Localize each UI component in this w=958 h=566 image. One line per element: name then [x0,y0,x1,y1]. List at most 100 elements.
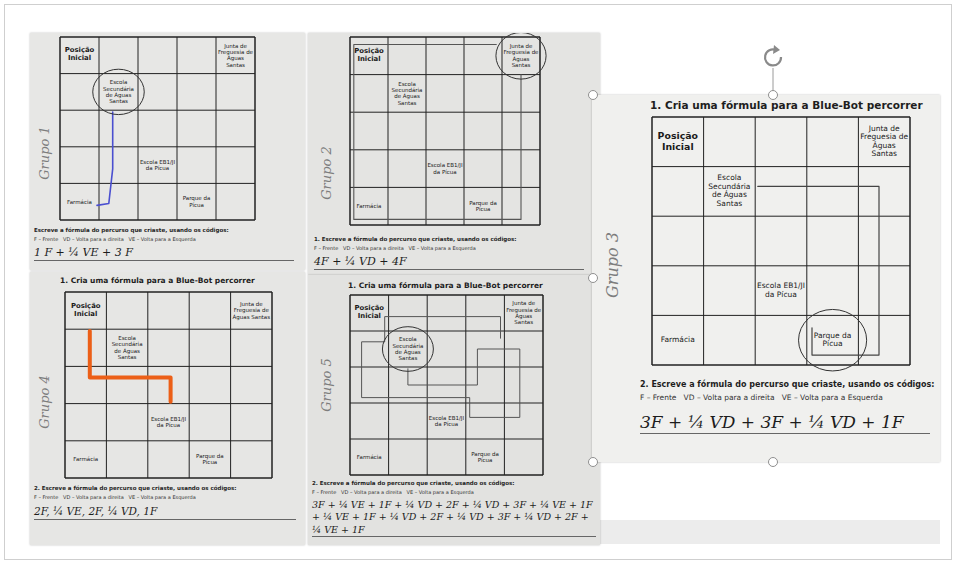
grid-line [65,440,272,441]
robot-path [354,45,521,220]
group-name: Grupo 5 [319,358,334,412]
grid-line [350,367,543,368]
code-legend: F – Frente VD – Volta para a direita VE … [312,489,474,495]
grid-line [60,36,255,38]
rotate-icon [765,49,781,65]
grid-line [350,187,540,188]
map-place-cell: Posição Inicial [351,38,387,74]
task-heading: 1. Cria uma fórmula para a Blue-Bot perc… [348,281,543,290]
grid-line [652,315,910,316]
robot-path [758,186,879,355]
destination-circle [93,69,144,114]
grid-line [703,117,704,365]
place-name: Junta de Freguesia de Águas Santas [505,300,542,325]
worksheet-photo: Posição Inicial Junta de Freguesia de Águ… [308,275,600,545]
place-name: Junta de Freguesia de Águas Santas [217,43,254,68]
selection-handle [769,458,778,467]
grid-line [502,37,503,225]
grid-line [65,291,272,293]
grid-line [106,292,107,478]
map-place-cell: Junta de Freguesia de Águas Santas [217,38,254,73]
grid-line [60,73,255,74]
grid-line [189,292,190,478]
map-place-cell: Escola EB1/JI da Pícua [149,405,188,440]
place-name: Farmácia [73,456,98,462]
map-place-cell: Posição Inicial [351,296,388,330]
place-name: Escola Secundária de Águas Santas [107,335,146,360]
map-place-cell: Farmácia [351,440,388,474]
place-name: Posição Inicial [66,303,105,319]
grid-line [350,474,543,476]
grid-line [542,295,544,475]
map-place-cell: Escola EB1/JI da Pícua [756,267,806,315]
grid-line [806,117,807,365]
code-legend: F – Frente VD – Volta para a direita VE … [314,245,476,251]
grid-line [350,36,540,38]
place-name: Posição Inicial [653,131,703,153]
place-name: Escola Secundária de Águas Santas [389,81,425,106]
place-name: Parque da Pícua [465,200,501,213]
grey-bar [596,520,940,544]
place-name: Escola Secundária de Águas Santas [390,336,427,361]
map-place-cell: Farmácia [66,442,105,477]
grid-line [652,265,910,266]
grid-line [60,219,255,221]
map-place-cell: Escola Secundária de Águas Santas [390,332,427,366]
map-place-cell: Posição Inicial [653,118,703,166]
destination-circle [382,327,433,372]
map-place-cell: Farmácia [653,316,703,364]
rotate-stem [773,68,774,91]
grid-line [65,329,272,330]
place-name: Posição Inicial [351,305,388,321]
task-heading: 1. Cria uma fórmula para a Blue-Bot perc… [650,99,923,111]
grid-line [254,37,256,220]
grid-line [350,403,543,404]
place-name: Escola EB1/JI da Pícua [756,282,806,299]
grid-line [349,37,351,225]
handwritten-formula: 4F + ¼ VD + 4F [314,255,584,270]
map-place-cell: Escola Secundária de Águas Santas [107,330,146,365]
map-place-cell: Posição Inicial [66,293,105,328]
task-instruction: 2. Escreve a fórmula do percurso que cri… [34,485,237,491]
place-name: Escola Secundária de Águas Santas [705,174,755,209]
place-name: Junta de Freguesia de Águas Santas [859,125,909,160]
task-heading: 1. Cria uma fórmula para a Blue-Bot perc… [60,276,255,285]
group-name: Grupo 4 [37,375,52,429]
place-name: Escola EB1/JI da Pícua [149,416,188,429]
grid-line [388,295,389,475]
grid-line [138,37,139,220]
selection-handle [589,458,598,467]
place-name: Parque da Pícua [190,453,229,466]
map-place-cell: Escola EB1/JI da Pícua [427,151,463,187]
grid-drawing [30,33,305,270]
map-place-cell: Parque da Pícua [178,184,215,219]
robot-path [362,317,520,418]
map-place-cell: Junta de Freguesia de Águas Santas [505,296,542,330]
selection-handle [589,274,598,283]
grid-line [60,110,255,111]
grid-line [909,117,911,365]
selection-handle [589,91,598,100]
map-place-cell: Farmácia [61,184,98,219]
map-place-cell: Parque da Pícua [467,440,504,474]
place-name: Farmácia [67,199,92,205]
place-name: Parque da Pícua [467,451,504,464]
place-name: Escola EB1/JI da Pícua [427,162,463,175]
place-name: Farmácia [357,203,382,209]
grid-line [350,224,540,226]
rotate-arrowhead [773,45,780,54]
map-place-cell: Junta de Freguesia de Águas Santas [859,118,909,166]
grid-line [350,112,540,113]
selection-handle [769,91,778,100]
task-instruction: Escreve a fórmula do percurso que criast… [34,227,229,233]
robot-path [97,112,113,205]
grid-line [755,117,756,365]
grid-line [349,295,351,475]
place-name: Escola Secundária de Águas Santas [100,79,137,104]
map-place-cell: Posição Inicial [61,38,98,73]
robot-path [90,331,171,402]
group-name: Grupo 3 [603,232,622,298]
place-name: Farmácia [357,454,382,460]
grid-line [652,166,910,167]
